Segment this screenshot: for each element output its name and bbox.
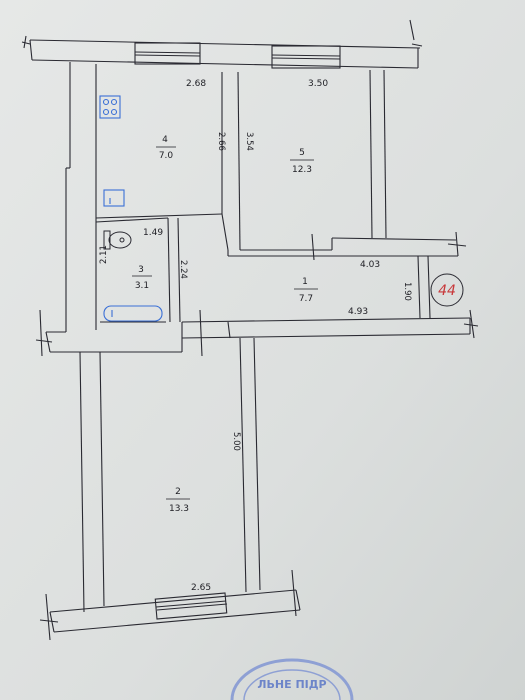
dim-1-49: 1.49 [143, 228, 163, 238]
dim-2-65: 2.65 [191, 583, 211, 593]
window-bottom [154, 592, 228, 620]
dim-4-03: 4.03 [360, 260, 380, 270]
room-1-label: 1 7.7 [294, 277, 318, 304]
dim-3-50: 3.50 [308, 79, 328, 89]
svg-text:7.0: 7.0 [159, 151, 174, 161]
dim-2-68: 2.68 [186, 79, 206, 89]
top-wall-outer [29, 39, 421, 49]
apartment-number-annotation: 44 [430, 273, 464, 307]
svg-text:4: 4 [162, 135, 168, 145]
svg-text:12.3: 12.3 [292, 165, 312, 175]
svg-text:7.7: 7.7 [299, 294, 313, 304]
fixtures [99, 95, 163, 322]
dim-4-93: 4.93 [348, 307, 368, 317]
dim-5-00: 5.00 [231, 432, 241, 451]
svg-text:2: 2 [175, 487, 181, 497]
svg-text:3.1: 3.1 [135, 281, 149, 291]
dim-2-66: 2.66 [216, 132, 226, 151]
stamp: ЛЬНЕ ПІДР [230, 658, 354, 700]
dim-3-54: 3.54 [244, 132, 254, 151]
svg-text:44: 44 [438, 283, 456, 299]
window-top-left [134, 42, 201, 65]
window-top-right [271, 45, 341, 69]
walls [21, 19, 479, 641]
toilet-icon [103, 230, 132, 250]
room-3-label: 3 3.1 [132, 265, 152, 291]
bathtub-icon [103, 305, 163, 322]
svg-text:5: 5 [299, 148, 305, 158]
top-wall-inner [31, 59, 419, 69]
svg-text:1: 1 [302, 277, 308, 287]
room-2-label: 2 13.3 [166, 487, 190, 514]
dim-2-24: 2.24 [178, 260, 188, 279]
kitchen-sink-icon [103, 189, 125, 207]
svg-text:3: 3 [138, 265, 144, 275]
room-4-label: 4 7.0 [156, 135, 176, 161]
dim-2-11: 2.11 [99, 245, 109, 264]
svg-text:13.3: 13.3 [169, 504, 189, 514]
room-5-label: 5 12.3 [290, 148, 314, 175]
dim-1-90: 1.90 [402, 282, 412, 301]
svg-text:ЛЬНЕ ПІДР: ЛЬНЕ ПІДР [257, 678, 326, 691]
stove-icon [99, 95, 121, 119]
